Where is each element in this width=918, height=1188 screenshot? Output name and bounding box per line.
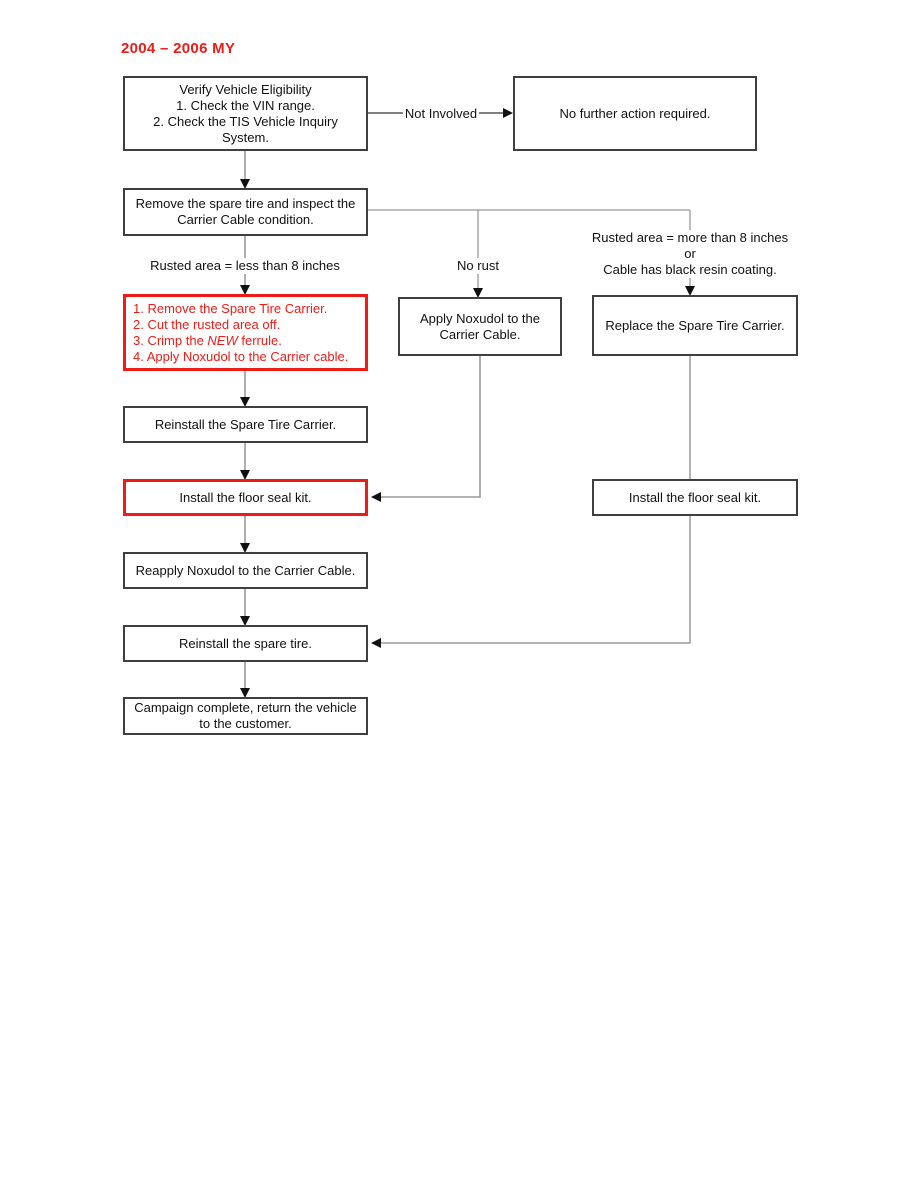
edge-reinstall-carrier-to-floor-seal: [240, 443, 250, 480]
apply-noxudol-text: Apply Noxudol to the Carrier Cable.: [420, 310, 540, 342]
box-apply-noxudol: Apply Noxudol to the Carrier Cable.: [398, 297, 562, 356]
box-floor-seal-left: Install the floor seal kit.: [123, 479, 368, 516]
reinstall-tire-text: Reinstall the spare tire.: [179, 635, 312, 651]
edge-verify-to-remove: [240, 151, 250, 189]
floor-seal-left-text: Install the floor seal kit.: [179, 489, 312, 505]
verify-line-3: 2. Check the TIS Vehicle Inquiry: [153, 113, 338, 129]
box-no-further-action: No further action required.: [513, 76, 757, 151]
box-remove-inspect: Remove the spare tire and inspect the Ca…: [123, 188, 368, 236]
box-replace-carrier: Replace the Spare Tire Carrier.: [592, 295, 798, 356]
box-repair-steps: 1. Remove the Spare Tire Carrier. 2. Cut…: [123, 294, 368, 371]
edge-floor-seal-to-reapply: [240, 516, 250, 553]
box-reinstall-carrier: Reinstall the Spare Tire Carrier.: [123, 406, 368, 443]
edge-reapply-to-reinstall-tire: [240, 589, 250, 626]
edge-apply-noxudol-to-floor-seal: [371, 356, 481, 502]
edge-no-rust: [473, 210, 483, 298]
verify-line-4: System.: [222, 129, 269, 145]
reapply-noxudol-text: Reapply Noxudol to the Carrier Cable.: [135, 562, 356, 578]
edge-label-no-rust: No rust: [455, 258, 501, 274]
floor-seal-right-text: Install the floor seal kit.: [628, 489, 762, 505]
box-campaign-complete: Campaign complete, return the vehicle to…: [123, 697, 368, 735]
box-verify-eligibility: Verify Vehicle Eligibility 1. Check the …: [123, 76, 368, 151]
repair-step-4: 4. Apply Noxudol to the Carrier cable.: [133, 348, 349, 364]
more-than-8-line-2: or: [684, 246, 696, 261]
more-than-8-line-3: Cable has black resin coating.: [603, 262, 777, 277]
reinstall-carrier-text: Reinstall the Spare Tire Carrier.: [154, 416, 337, 432]
no-further-action-text: No further action required.: [559, 105, 711, 121]
box-floor-seal-right: Install the floor seal kit.: [592, 479, 798, 516]
replace-carrier-text: Replace the Spare Tire Carrier.: [605, 317, 785, 333]
page-title: 2004 – 2006 MY: [121, 40, 236, 57]
repair-step-3-prefix: 3. Crimp the: [133, 332, 208, 348]
more-than-8-line-1: Rusted area = more than 8 inches: [591, 230, 789, 245]
box-reinstall-tire: Reinstall the spare tire.: [123, 625, 368, 662]
repair-step-1: 1. Remove the Spare Tire Carrier.: [133, 300, 328, 316]
verify-line-1: Verify Vehicle Eligibility: [179, 81, 312, 97]
repair-step-3-new: NEW: [207, 332, 238, 348]
box-reapply-noxudol: Reapply Noxudol to the Carrier Cable.: [123, 552, 368, 589]
repair-step-3: 3. Crimp the NEW ferrule.: [133, 333, 282, 349]
edge-label-not-involved: Not Involved: [402, 106, 480, 122]
repair-step-2: 2. Cut the rusted area off.: [133, 316, 281, 332]
repair-step-3-suffix: ferrule.: [237, 332, 282, 348]
remove-inspect-text: Remove the spare tire and inspect the Ca…: [135, 196, 356, 227]
edge-label-less-than-8: Rusted area = less than 8 inches: [148, 258, 342, 274]
verify-line-2: 1. Check the VIN range.: [176, 97, 315, 113]
edge-steps-to-reinstall-carrier: [240, 371, 250, 407]
edge-label-more-than-8: Rusted area = more than 8 inches or Cabl…: [589, 230, 791, 278]
edge-reinstall-tire-to-complete: [240, 662, 250, 698]
campaign-complete-text: Campaign complete, return the vehicle to…: [134, 700, 357, 731]
